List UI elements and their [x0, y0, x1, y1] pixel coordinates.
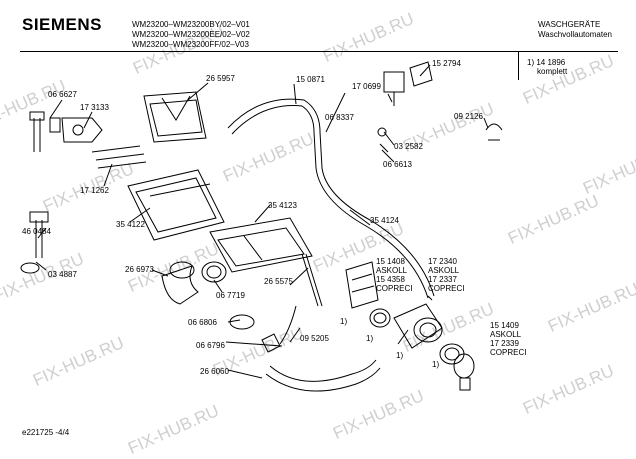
part-label: 26 6973 — [125, 265, 154, 274]
pump-label-c-line3: 17 2339 — [490, 339, 519, 348]
part-label: 15 0871 — [296, 75, 325, 84]
part-label: 09 2126 — [454, 112, 483, 121]
pump-label-c-line4: COPRECI — [490, 348, 527, 357]
pump-label-a-line1: 15 1408 — [376, 257, 405, 266]
category-title: WASCHGERÄTE — [538, 20, 601, 29]
category-subtitle: Waschvollautomaten — [538, 30, 612, 39]
part-label: 46 0484 — [22, 227, 51, 236]
footnote-marker: 1) — [340, 317, 348, 326]
pump-label-b-line1: 17 2340 — [428, 257, 457, 266]
brand-logo: SIEMENS — [22, 15, 103, 34]
model-line-3: WM23200–WM23200FF/02–V03 — [132, 40, 249, 49]
part-label: 17 3133 — [80, 103, 109, 112]
pump-label-c-line1: 15 1409 — [490, 321, 519, 330]
sidebar-divider — [518, 52, 519, 80]
part-label: 06 7719 — [216, 291, 245, 300]
part-label: 35 4124 — [370, 216, 399, 225]
pump-label-b-line3: 17 2337 — [428, 275, 457, 284]
footnote-marker: 1) — [366, 334, 374, 343]
part-label: 06 6806 — [188, 318, 217, 327]
footer-code: e221725 -4/4 — [22, 428, 70, 437]
footnote-marker: 1) — [432, 360, 440, 369]
pump-label-a-line4: COPRECI — [376, 284, 413, 293]
header-divider — [20, 51, 618, 52]
part-label: 35 4123 — [268, 201, 297, 210]
pump-label-b-line2: ASKOLL — [428, 266, 460, 275]
part-label: 17 0699 — [352, 82, 381, 91]
part-label: 26 5575 — [264, 277, 293, 286]
part-label: 17 1262 — [80, 186, 109, 195]
pump-label-c-line2: ASKOLL — [490, 330, 522, 339]
model-line-2: WM23200–WM23200EE/02–V02 — [132, 30, 250, 39]
part-label: 06 6796 — [196, 341, 225, 350]
footnote-marker: 1) — [396, 351, 404, 360]
pump-label-b-line4: COPRECI — [428, 284, 465, 293]
part-label: 26 5957 — [206, 74, 235, 83]
part-label: 06 6627 — [48, 90, 77, 99]
part-label: 35 4122 — [116, 220, 145, 229]
part-label: 03 4887 — [48, 270, 77, 279]
sidenote-text: komplett — [537, 67, 568, 76]
pump-label-a-line2: ASKOLL — [376, 266, 408, 275]
part-label: 09 5205 — [300, 334, 329, 343]
part-label: 26 6060 — [200, 367, 229, 376]
pump-label-a-line3: 15 4358 — [376, 275, 405, 284]
model-line-1: WM23200–WM23200BY/02–V01 — [132, 20, 250, 29]
part-label: 15 2794 — [432, 59, 461, 68]
part-label: 06 8337 — [325, 113, 354, 122]
sidenote-part: 1) 14 1896 — [527, 58, 566, 67]
part-label: 03 2582 — [394, 142, 423, 151]
part-label: 06 6613 — [383, 160, 412, 169]
